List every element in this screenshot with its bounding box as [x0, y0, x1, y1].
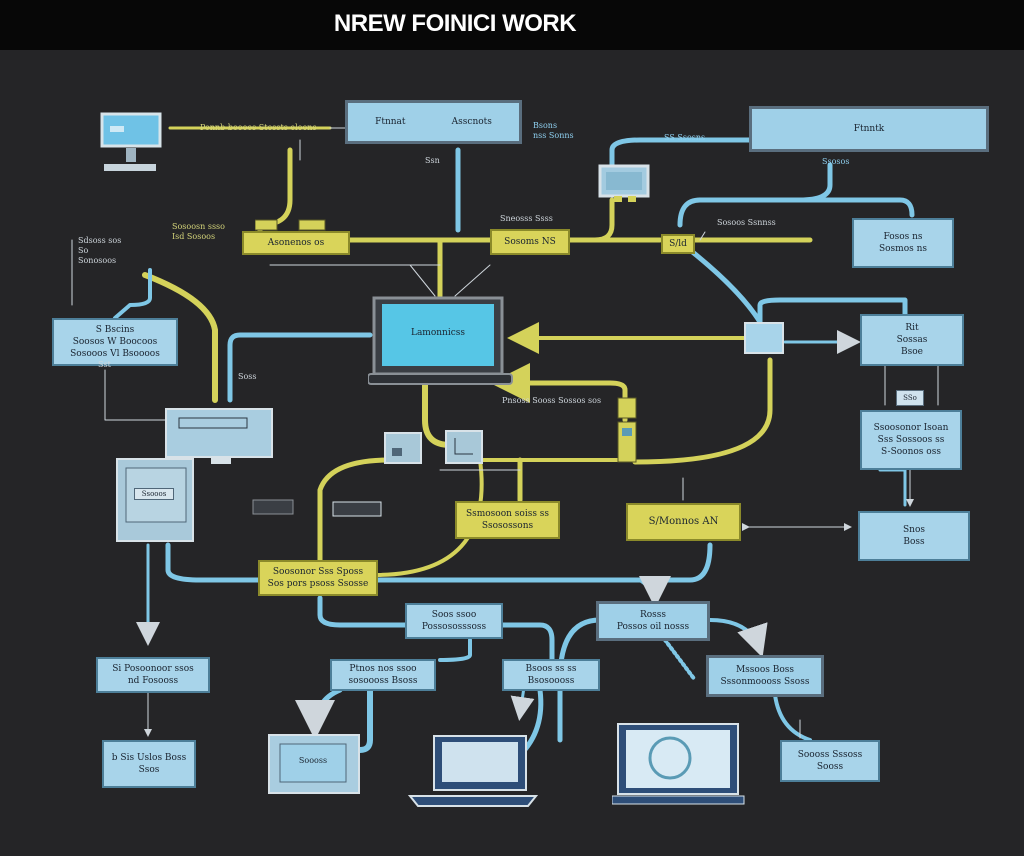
wire-yellow [373, 458, 484, 577]
diagram-title: NREW FOINICI WORK [333, 10, 577, 37]
right-top-node[interactable]: Fosos ns Sosmos ns [852, 218, 954, 268]
right-low-node[interactable]: Snos Boss [858, 511, 970, 561]
wire-blue [663, 638, 697, 682]
desktop-monitor-icon [100, 112, 164, 187]
network-card-icon [332, 500, 384, 525]
bottom-left-low-node[interactable]: b Sis Uslos Boss Ssos [102, 740, 196, 788]
yellow-center-node[interactable]: Sosoms NS [490, 229, 570, 255]
wire-blue [687, 247, 763, 325]
wire-blue [677, 162, 833, 228]
wire-yellow [317, 457, 393, 563]
wire-blue [113, 268, 152, 320]
wire-yellow [142, 272, 218, 403]
bottom-tablet-icon: Soooss [268, 734, 362, 801]
central-laptop-icon[interactable]: Lamonnicss [367, 296, 514, 393]
top-right-node[interactable]: Ftnntk [749, 106, 989, 152]
wire-blue [227, 332, 373, 403]
wire-blue [165, 542, 263, 583]
bottom-r2-node[interactable]: Mssoos Boss Sssonmoooss Ssoss [706, 655, 824, 697]
crt-monitor-icon: Ssooos [116, 458, 198, 551]
wire-blue [487, 622, 555, 663]
wire-blue [609, 137, 753, 193]
label-center-upper: Sneosss Ssss [500, 214, 553, 223]
right-mid2-node[interactable]: Ssoosonor Isoan Sss Sossoos ss S-Soonos … [860, 410, 962, 470]
small-tag: SSo [896, 390, 924, 406]
label-under-top-right: Ssosos [822, 157, 850, 166]
yellow-right-node[interactable]: S/Monnos AN [626, 503, 741, 541]
wire-blue [317, 595, 408, 628]
yellow-left-node[interactable]: Asonenos os [242, 231, 350, 255]
bottom-tablet-label: Soooss [298, 756, 328, 765]
wire-blue [372, 542, 713, 583]
wire-blue [357, 687, 373, 753]
central-laptop-label: Lamonnicss [410, 328, 466, 338]
label-top-right: SS Ssosns [664, 133, 706, 142]
connector-icon [254, 218, 327, 237]
wire-blue [708, 618, 768, 658]
title-bar: NREW FOINICI WORK [0, 0, 1024, 50]
bottom-right-low-node[interactable]: Soooss Sssoss Sooss [780, 740, 880, 782]
router-icon [384, 432, 424, 471]
wire-yellow [490, 363, 628, 423]
wire-blue [697, 197, 915, 218]
bottom-right-laptop-icon [611, 722, 746, 811]
label-left-mid: Soss [238, 372, 257, 381]
label-top-center-right: Bsons nss Sonns [533, 121, 574, 140]
server-icon [598, 164, 652, 209]
left-mid-node[interactable]: S Bscins Soosos W Boocoos Sosooos Vl Bso… [52, 318, 178, 366]
crt-monitor-label: Ssooos [134, 488, 174, 500]
label-left-side: Sdsoss sos So Sonosoos [78, 236, 122, 265]
yellow-center2-node[interactable]: Ssmosoon soiss ss Ssosossons [455, 501, 560, 539]
wire-yellow [592, 197, 615, 243]
wire-blue [773, 693, 812, 742]
modem-icon [445, 430, 485, 471]
bottom-center-a-node[interactable]: Soos ssoo Possososssoss [405, 603, 503, 639]
label-center-mid: Pnsoss Sooss Sossos sos [502, 396, 602, 405]
bottom-c1-node[interactable]: Ptnos nos ssoo sosoooss Bsoss [330, 659, 436, 691]
usb-dongle-icon [252, 498, 296, 523]
switch-icon [744, 322, 786, 361]
server-rack-icon [165, 408, 275, 473]
top-center-right-label: Asscnots [451, 117, 492, 127]
yellow-bottom-node[interactable]: Soosonor Sss Sposs Sos pors psoss Ssosse [258, 560, 378, 596]
wire-yellow [632, 357, 773, 465]
bottom-laptop-icon [407, 734, 539, 813]
wire-blue [638, 575, 671, 608]
label-right-upper: Sosoos Ssnnss [717, 218, 776, 227]
right-mid-node[interactable]: Rit Sossas Bsoe [860, 314, 964, 366]
top-center-left-label: Ftnnat [375, 117, 406, 127]
wire-blue [438, 638, 472, 662]
phone-icon [616, 396, 640, 471]
label-left-upper: Sosoosn ssso Isd Sosoos [172, 222, 225, 241]
wire-blue [295, 687, 343, 740]
wire-blue [757, 297, 908, 325]
label-under-top-center: Ssn [425, 156, 440, 165]
bottom-right-a-node[interactable]: Rosss Possos oil nosss [596, 601, 710, 641]
bottom-left-node[interactable]: Si Posoonoor ssos nd Fosooss [96, 657, 210, 693]
switch-node[interactable]: S/ld [661, 234, 695, 254]
label-left-small: Sst [98, 360, 111, 369]
label-top-left: Ponnb boooes Stossts eloons [200, 123, 317, 132]
wire-blue [878, 468, 907, 507]
bottom-c2-node[interactable]: Bsoos ss ss Bsosoooss [502, 659, 600, 691]
top-center-node[interactable]: Ftnnat Asscnots [345, 100, 522, 144]
